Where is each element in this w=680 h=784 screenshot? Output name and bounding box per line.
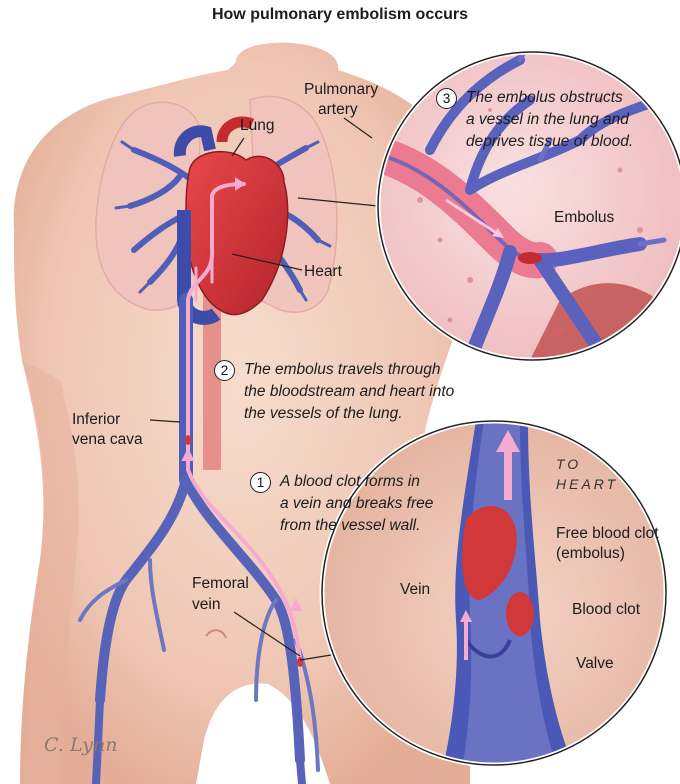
diagram-title: How pulmonary embolism occurs <box>211 6 469 23</box>
label-lung: Lung <box>240 117 275 134</box>
navel <box>205 629 227 639</box>
step-1-line-3: from the vessel wall. <box>280 517 421 534</box>
label-femoral-vein-2: vein <box>192 596 221 613</box>
label-inferior-vena-cava-2: vena cava <box>72 431 143 448</box>
label-vein: Vein <box>400 581 431 598</box>
label-free-blood-clot-1: Free blood clot <box>556 525 659 542</box>
label-valve: Valve <box>576 655 614 672</box>
label-pulmonary-artery-1: Pulmonary <box>304 81 379 98</box>
step-2-line-3: the vessels of the lung. <box>244 405 403 422</box>
label-blood-clot: Blood clot <box>572 601 641 618</box>
artist-signature: C. Lynn <box>44 734 118 756</box>
label-heart: Heart <box>304 263 342 280</box>
step-1-line-2: a vein and breaks free <box>280 495 434 512</box>
label-pulmonary-artery-2: artery <box>318 101 358 118</box>
label-embolus: Embolus <box>554 209 615 226</box>
vein-magnification <box>319 418 669 768</box>
label-inferior-vena-cava-1: Inferior <box>72 411 121 428</box>
step-2-line-1: The embolus travels through <box>244 361 441 378</box>
embolus-flow-path <box>181 177 303 662</box>
small-clot-thigh <box>297 657 303 667</box>
step-number-3: 3 <box>436 88 457 109</box>
label-free-blood-clot-2: (embolus) <box>556 545 625 562</box>
step-3-line-1: The embolus obstructs <box>466 89 623 106</box>
small-clot-cava <box>185 435 191 445</box>
step-1-line-1: A blood clot forms in <box>280 473 420 490</box>
step-number-2: 2 <box>214 360 235 381</box>
step-3-line-3: deprives tissue of blood. <box>466 133 634 150</box>
label-to-heart-2: HEART <box>556 476 619 492</box>
torso-shadow-left <box>22 360 79 784</box>
step-number-1: 1 <box>250 472 271 493</box>
step-3-line-2: a vessel in the lung and <box>466 111 629 128</box>
label-femoral-vein-1: Femoral <box>192 575 249 592</box>
step-2-line-2: the bloodstream and heart into <box>244 383 455 400</box>
label-to-heart-1: TO <box>556 456 582 472</box>
